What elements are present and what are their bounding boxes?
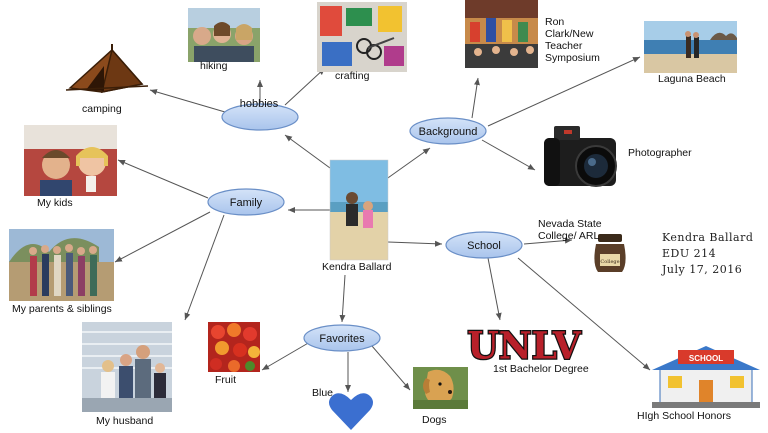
unlv-wordmark: UNLV (467, 323, 582, 368)
hub-family-label: Family (230, 197, 263, 209)
husband-photo (82, 322, 172, 412)
crafting-photo (317, 2, 407, 72)
label-ron-clark: Ron Clark/New Teacher Symposium (545, 16, 600, 64)
label-dogs: Dogs (422, 414, 447, 426)
camera-icon (544, 126, 617, 187)
jar-label: College (600, 259, 619, 265)
hub-hobbies: hobbies (221, 98, 299, 131)
kids-photo (24, 125, 117, 196)
hub-school: School (445, 231, 523, 259)
label-laguna-beach: Laguna Beach (658, 73, 726, 85)
fruit-photo (208, 322, 260, 372)
label-center: Kendra Ballard (322, 261, 392, 273)
connectors (114, 56, 651, 392)
signature-block: Kendra Ballard EDU 214 July 17, 2016 (662, 230, 753, 278)
hiking-photo (188, 8, 260, 62)
label-nevada-state: Nevada State College/ ARL (538, 218, 602, 242)
hub-favorites: Favorites (303, 324, 381, 352)
ron-clark-photo (465, 0, 538, 68)
laguna-beach-photo (644, 21, 737, 73)
dog-photo (413, 367, 468, 409)
label-crafting: crafting (335, 70, 370, 82)
jar-icon: College (594, 234, 626, 272)
center-photo (329, 159, 389, 261)
hub-family: Family (207, 188, 285, 216)
heart-icon (329, 393, 373, 430)
label-my-kids: My kids (37, 197, 73, 209)
signature-name: Kendra Ballard (662, 231, 754, 244)
unlv-logo: UNLV (466, 322, 583, 370)
label-photographer: Photographer (628, 147, 692, 159)
label-parents-siblings: My parents & siblings (12, 303, 112, 315)
hub-background: Background (409, 117, 487, 145)
tent-icon (65, 44, 149, 93)
label-hs-honors: HIgh School Honors (637, 410, 731, 422)
parents-siblings-photo (9, 229, 114, 301)
hub-favorites-label: Favorites (319, 333, 365, 345)
label-fruit: Fruit (215, 374, 236, 386)
label-unlv-degree: 1st Bachelor Degree (493, 363, 589, 375)
hub-background-label: Background (419, 126, 478, 138)
hub-hobbies-label: hobbies (240, 98, 279, 110)
hub-school-label: School (467, 240, 501, 252)
label-blue: Blue (312, 387, 334, 399)
signature-course: EDU 214 (662, 247, 717, 260)
label-hiking: hiking (200, 60, 228, 72)
label-my-husband: My husband (96, 415, 154, 427)
school-sign-text: SCHOOL (689, 354, 723, 363)
signature-date: July 17, 2016 (662, 263, 743, 276)
school-building-icon: SCHOOL (652, 346, 760, 408)
label-camping: camping (82, 103, 122, 115)
